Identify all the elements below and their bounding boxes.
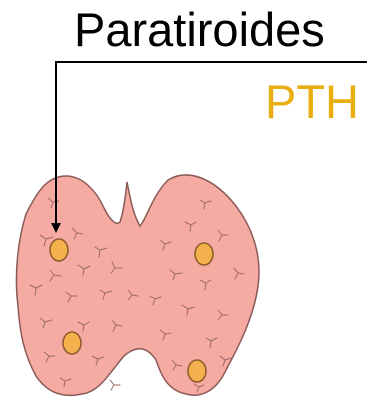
parathyroid-gland-icon-upper-left [50, 239, 68, 261]
parathyroid-gland-icon-upper-right [195, 243, 213, 265]
thyroid-gland-icon [16, 175, 259, 395]
parathyroid-gland-icon-lower-left [63, 332, 81, 354]
parathyroid-gland-icon-lower-right [188, 360, 206, 382]
